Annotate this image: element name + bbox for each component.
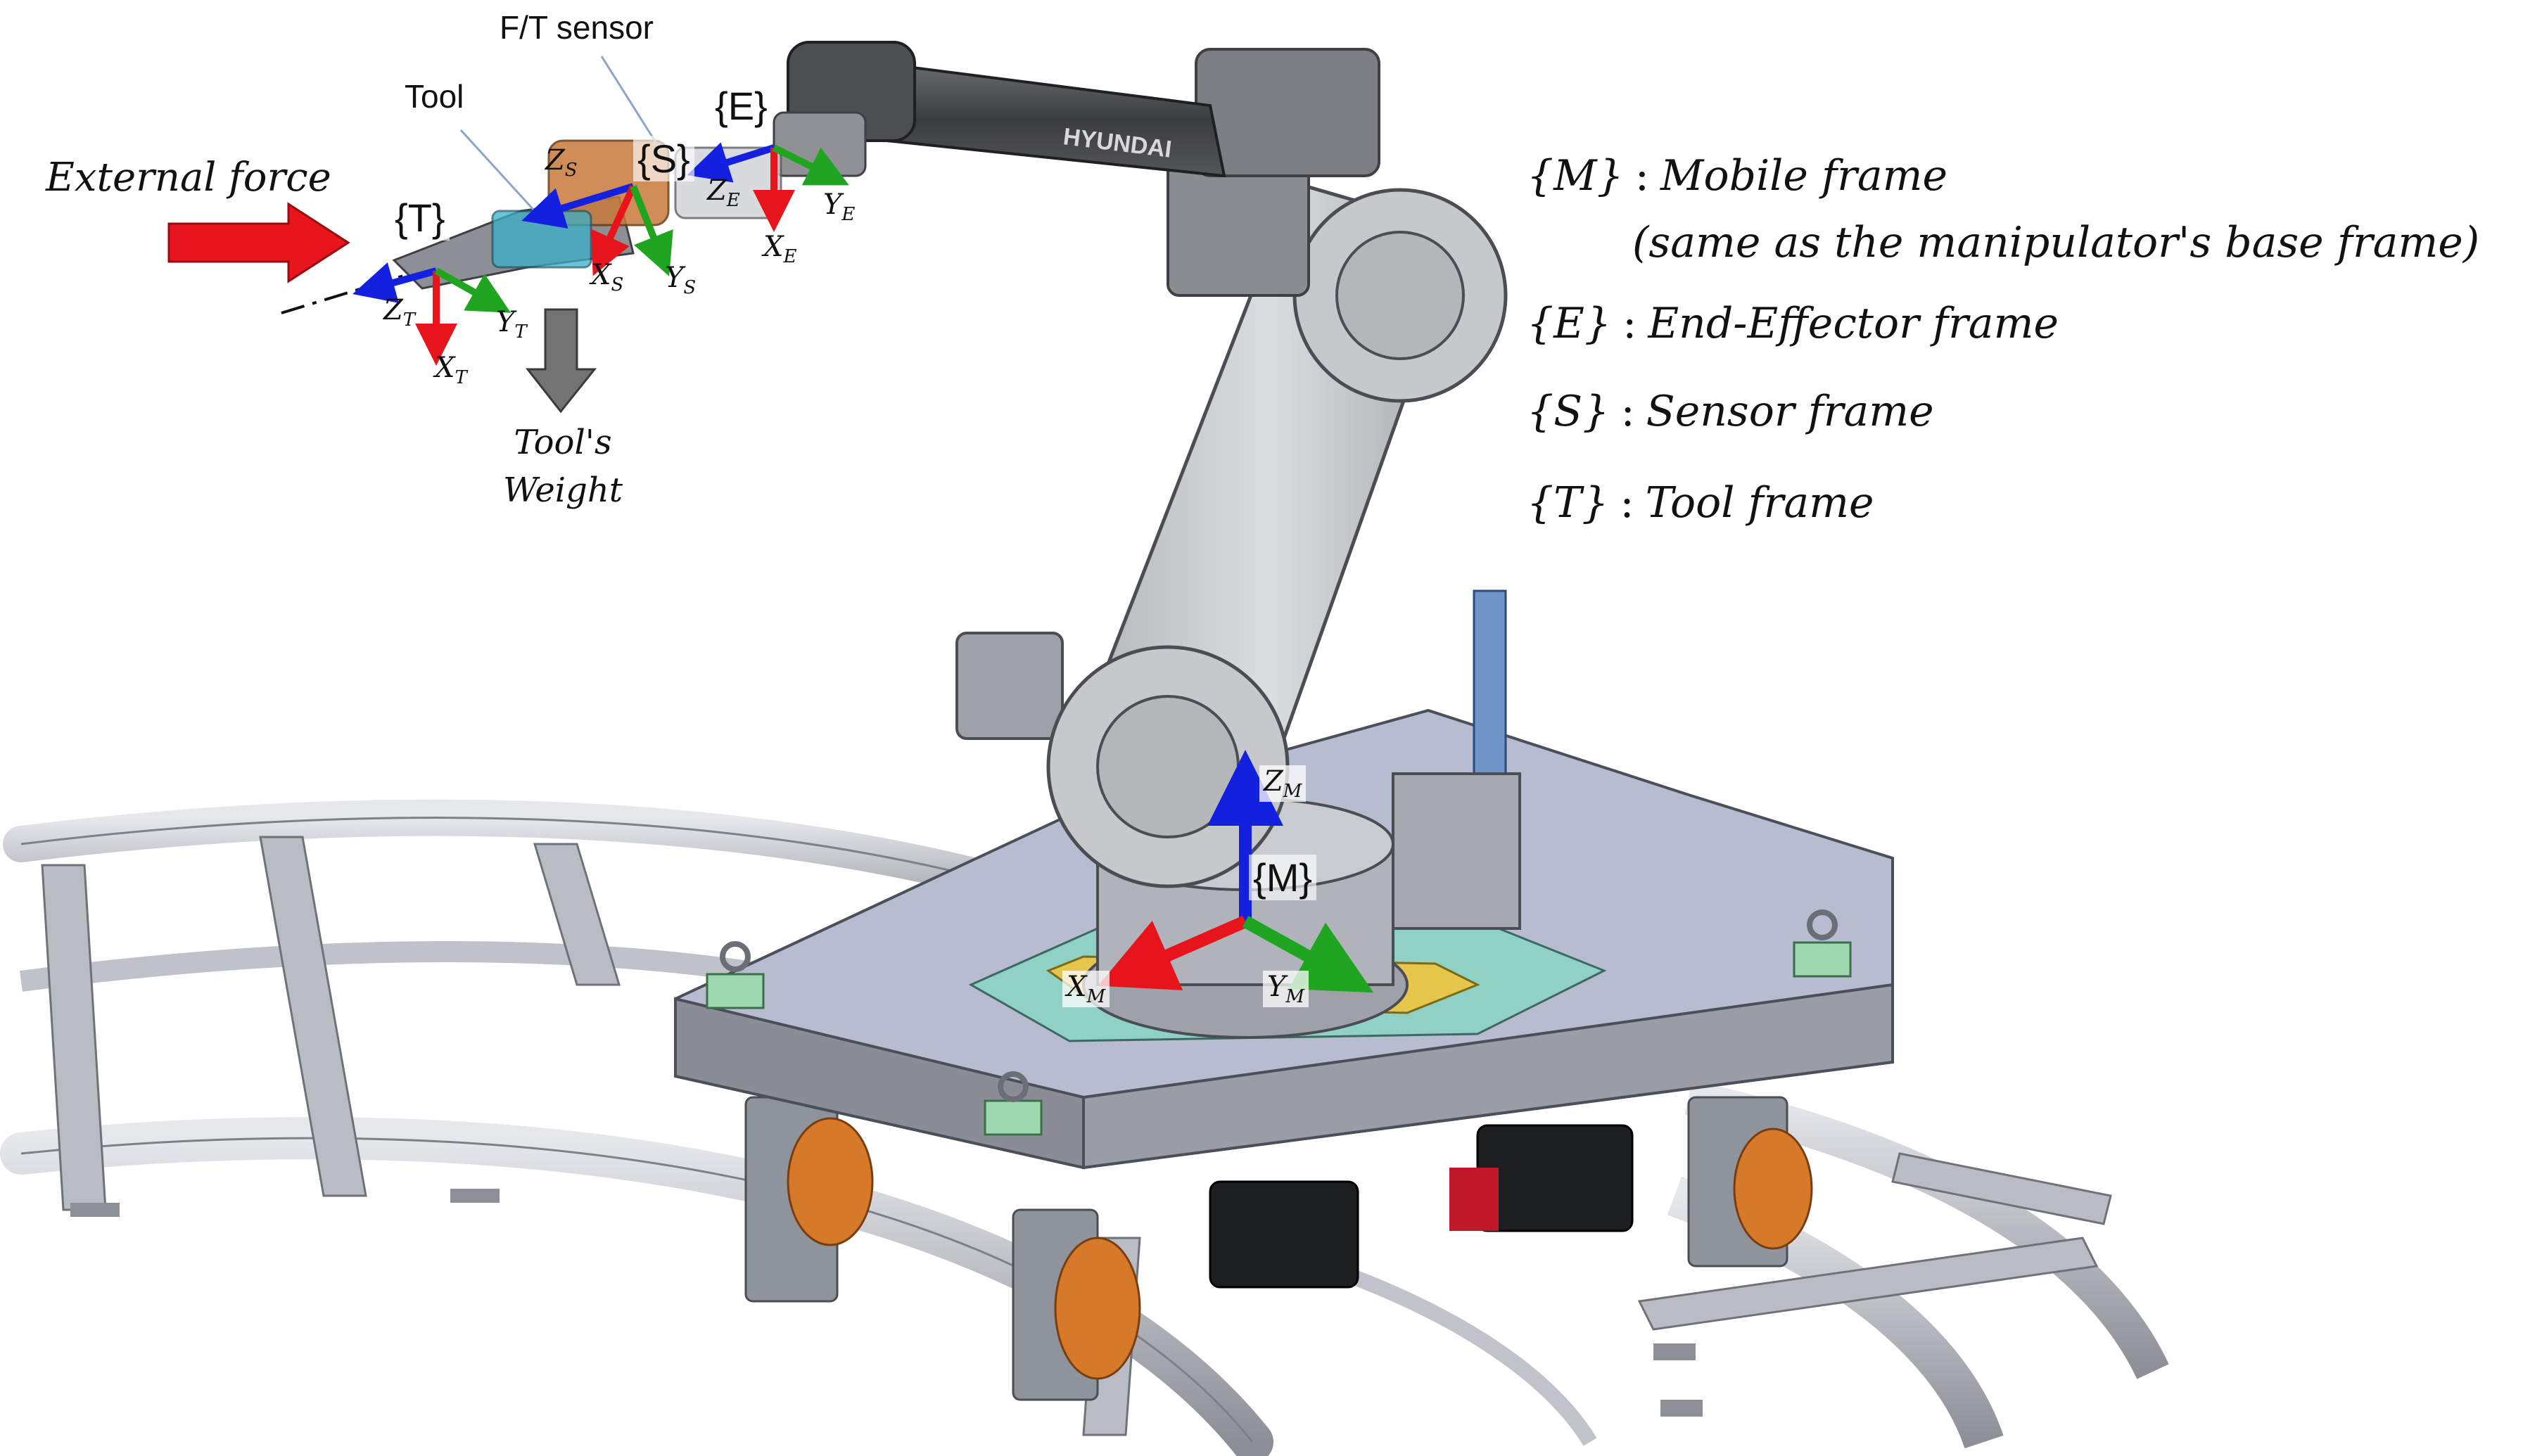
external-force-arrow bbox=[167, 202, 350, 283]
legend-row-t: {T}:Tool frame bbox=[1527, 478, 1874, 528]
axis-label-ys: YS bbox=[665, 262, 697, 298]
legend-row-m: {M}:Mobile frame bbox=[1527, 151, 1947, 200]
frame-m-axes bbox=[1098, 750, 1374, 993]
legend-symbol-e: {E} bbox=[1527, 299, 1612, 348]
legend-text-s: Sensor frame bbox=[1646, 387, 1934, 436]
legend-sep-m: : bbox=[1634, 151, 1650, 200]
axis-label-xt: XT bbox=[435, 352, 467, 388]
legend-note-m: (same as the manipulator's base frame) bbox=[1632, 218, 2480, 267]
axis-label-xe: XE bbox=[763, 231, 797, 267]
frame-tag-e: {E} bbox=[711, 83, 772, 129]
tool-label: Tool bbox=[405, 78, 464, 115]
axis-label-ze: ZE bbox=[707, 174, 740, 211]
frame-e-axes bbox=[687, 142, 849, 232]
legend-symbol-m: {M} bbox=[1527, 151, 1624, 200]
frame-s-axes bbox=[521, 183, 673, 276]
frame-tag-t: {T} bbox=[390, 195, 450, 241]
ft-sensor-label: F/T sensor bbox=[500, 9, 654, 46]
manipulator-arm: HYUNDAI bbox=[773, 41, 1521, 1039]
frame-tag-s: {S} bbox=[633, 136, 694, 181]
axis-label-xs: XS bbox=[591, 259, 624, 295]
tools-weight-caption: Tool's Weight bbox=[478, 419, 647, 514]
axis-label-ym: YM bbox=[1263, 971, 1309, 1007]
legend-row-e: {E}:End-Effector frame bbox=[1527, 299, 2059, 348]
legend-text-e: End-Effector frame bbox=[1648, 299, 2059, 348]
legend-sep-e: : bbox=[1622, 299, 1637, 348]
axis-label-yt: YT bbox=[496, 306, 527, 343]
legend-text-t: Tool frame bbox=[1645, 478, 1874, 528]
axis-label-ye: YE bbox=[823, 189, 856, 225]
ft-sensor-leader-line bbox=[600, 56, 663, 152]
frame-t-axes bbox=[352, 262, 511, 366]
legend-sep-t: : bbox=[1620, 478, 1634, 528]
axis-label-xm: XM bbox=[1062, 971, 1110, 1007]
axis-label-zm: ZM bbox=[1259, 765, 1307, 802]
frame-tag-m: {M} bbox=[1249, 855, 1317, 900]
tool-weight-arrow bbox=[525, 308, 597, 414]
legend-text-m: Mobile frame bbox=[1660, 151, 1948, 200]
legend-symbol-t: {T} bbox=[1527, 478, 1609, 528]
tools-weight-line2: Weight bbox=[502, 471, 623, 510]
axis-label-zs: ZS bbox=[545, 144, 578, 181]
tool-assembly bbox=[281, 139, 782, 314]
axis-label-zt: ZT bbox=[383, 294, 416, 331]
legend-row-s: {S}:Sensor frame bbox=[1527, 387, 1934, 436]
external-force-label: External force bbox=[46, 155, 331, 200]
tool-leader-line bbox=[459, 129, 536, 212]
tools-weight-line1: Tool's bbox=[514, 423, 612, 462]
legend-symbol-s: {S} bbox=[1527, 387, 1610, 436]
legend-sep-s: : bbox=[1620, 387, 1635, 436]
